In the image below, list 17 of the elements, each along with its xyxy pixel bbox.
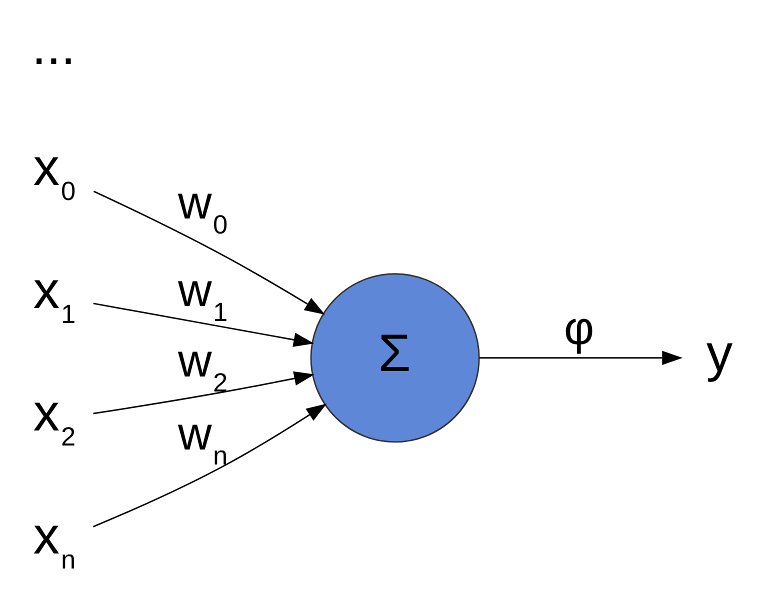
node-circle: Σ bbox=[310, 273, 480, 443]
edge-label: w$_{0}$ bbox=[178, 176, 228, 240]
node-text: x$_{1}$ bbox=[33, 260, 76, 329]
arrow bbox=[93, 190, 325, 315]
node-text: y bbox=[706, 324, 733, 383]
node-text: x$_{0}$ bbox=[33, 138, 76, 206]
node-text: x$_{2}$ bbox=[33, 384, 76, 452]
edge-label: w$_{1}$ bbox=[178, 264, 228, 328]
node-text: x$_{n}$ bbox=[33, 506, 76, 574]
arrow bbox=[93, 404, 327, 528]
label: ... bbox=[32, 16, 76, 76]
arrow bbox=[93, 302, 314, 347]
edge-label: φ bbox=[564, 302, 594, 354]
arrow bbox=[480, 350, 683, 366]
edge-label: w$_{n}$ bbox=[178, 407, 228, 470]
arrow bbox=[93, 371, 315, 414]
edge-label: w$_{2}$ bbox=[178, 334, 228, 398]
